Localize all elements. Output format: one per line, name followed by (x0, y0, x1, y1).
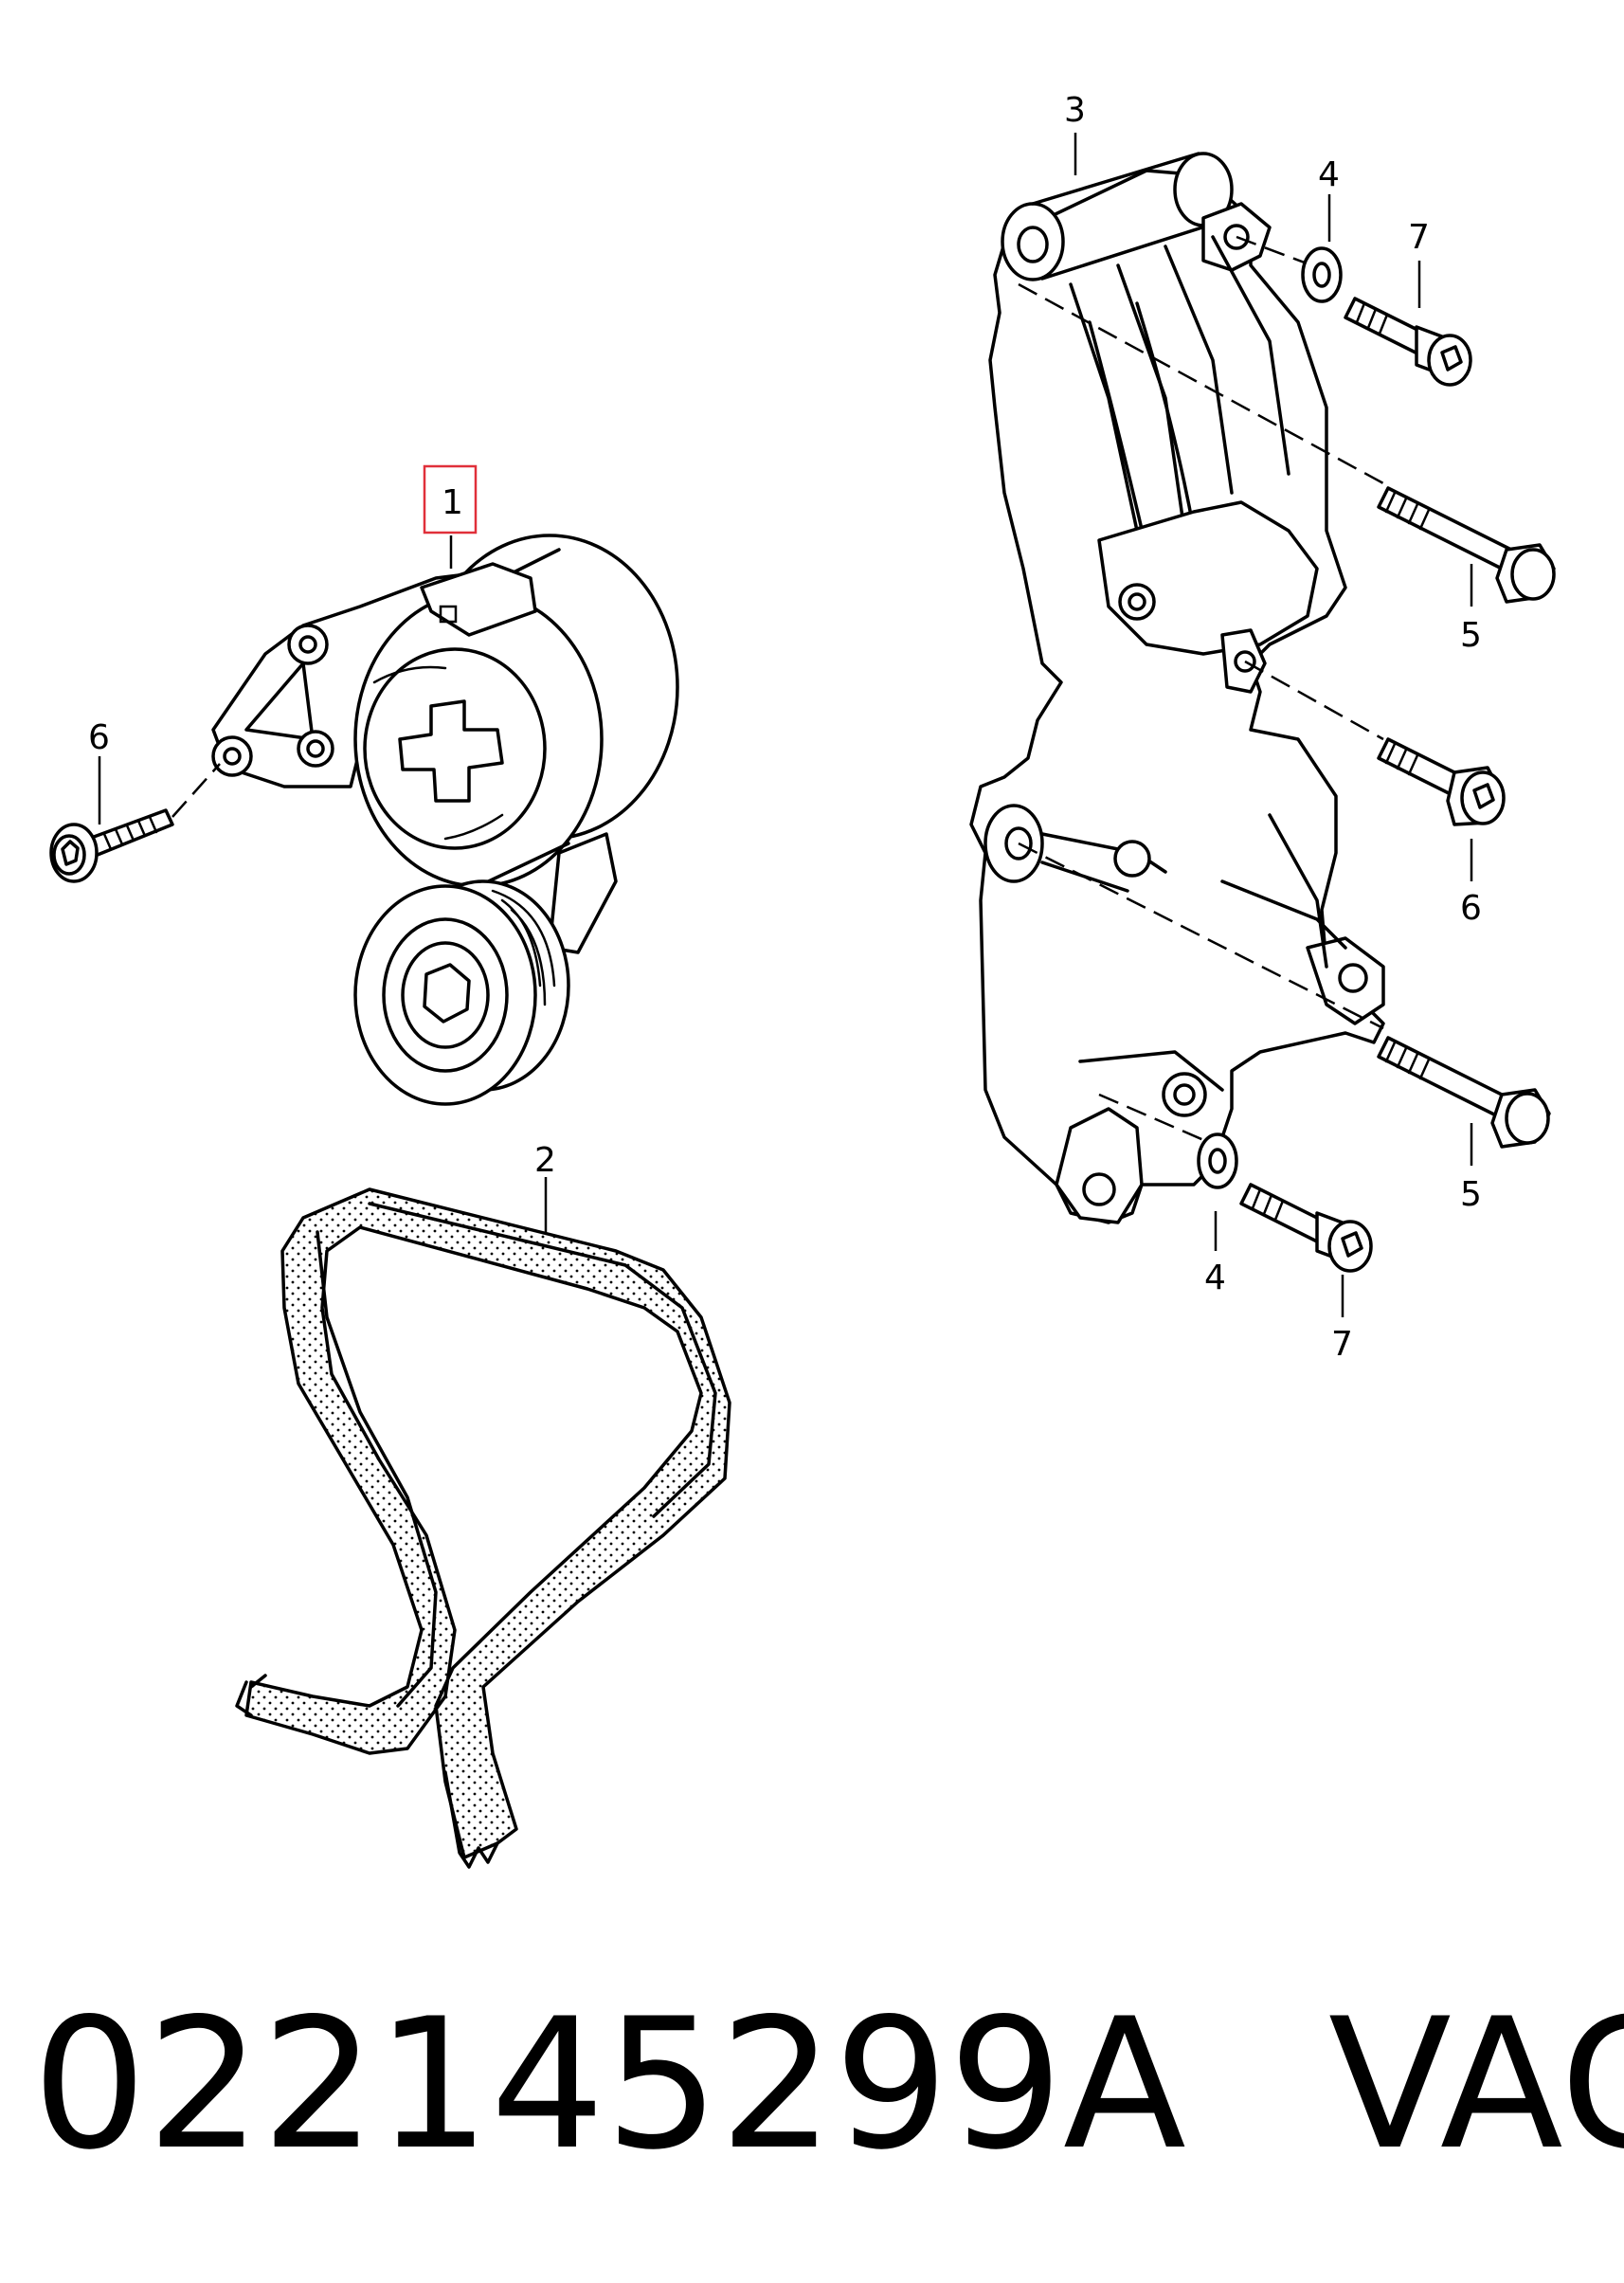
callout-4-top: 4 (1318, 155, 1340, 194)
part-caption: 022145299AVAG (32, 1995, 1624, 2175)
bolt-5-bottom[interactable] (1377, 1036, 1551, 1149)
callout-6-left: 6 (88, 718, 110, 757)
brand-name: VAG (1327, 1980, 1624, 2189)
callout-1: 1 (442, 483, 463, 522)
mounting-bracket[interactable] (969, 152, 1385, 1224)
belt-tensioner[interactable] (211, 534, 679, 1106)
bolt-7-top[interactable] (1344, 297, 1472, 387)
ribbed-belt[interactable] (235, 1187, 731, 1869)
part-number: 022145299A (32, 1980, 1186, 2189)
callout-1-highlight (423, 464, 478, 535)
callout-4-bottom: 4 (1204, 1259, 1226, 1297)
callout-7-bottom: 7 (1331, 1325, 1353, 1364)
callout-5-bottom: 5 (1460, 1175, 1482, 1214)
bolt-7-bottom[interactable] (1239, 1183, 1373, 1273)
washer-4-top[interactable] (1301, 246, 1343, 303)
bolt-6-right[interactable] (1377, 737, 1506, 826)
callout-5-top: 5 (1460, 616, 1482, 655)
callout-3: 3 (1064, 91, 1086, 130)
bolt-6-left[interactable] (49, 808, 174, 883)
callout-6-right: 6 (1460, 889, 1482, 928)
washer-4-bottom[interactable] (1197, 1132, 1238, 1189)
bolt-5-top[interactable] (1377, 486, 1556, 604)
callout-7-top: 7 (1408, 218, 1430, 257)
callout-2: 2 (534, 1141, 556, 1180)
